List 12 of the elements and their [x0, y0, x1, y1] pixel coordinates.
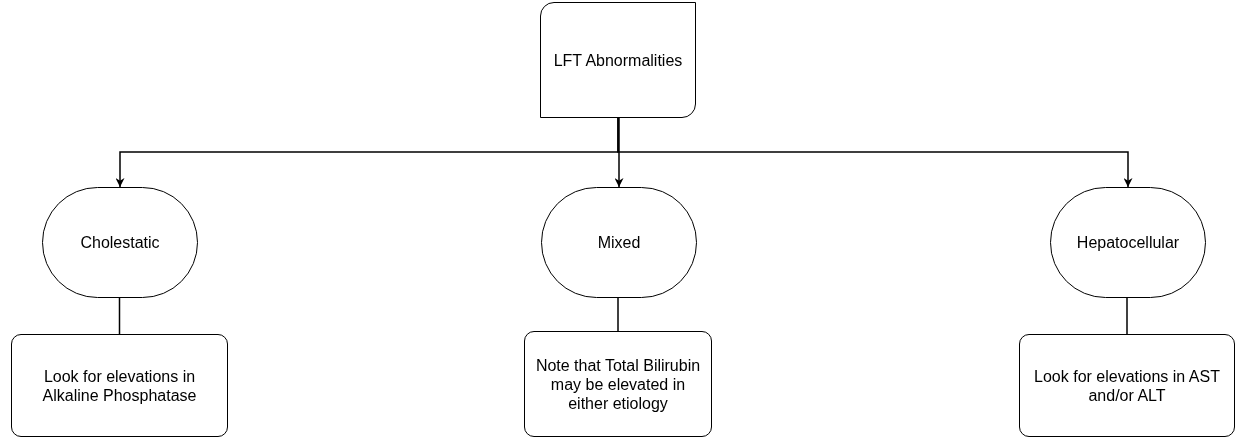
process-box: Look for elevations in Alkaline Phosphatase — [11, 334, 228, 437]
start-box: LFT Abnormalities — [540, 2, 696, 118]
stadium-node: Mixed — [541, 187, 697, 298]
stadium-node: Cholestatic — [42, 187, 198, 298]
process-box: Note that Total Bilirubin may be elevated in either etiology — [524, 331, 712, 437]
arrow — [614, 117, 624, 188]
connector-line — [617, 297, 619, 332]
connector-line — [118, 297, 121, 335]
stadium-node: Hepatocellular — [1050, 187, 1206, 298]
arrow — [617, 117, 1133, 188]
process-box: Look for elevations in AST and/or ALT — [1019, 334, 1235, 437]
connector-line — [1126, 297, 1128, 335]
